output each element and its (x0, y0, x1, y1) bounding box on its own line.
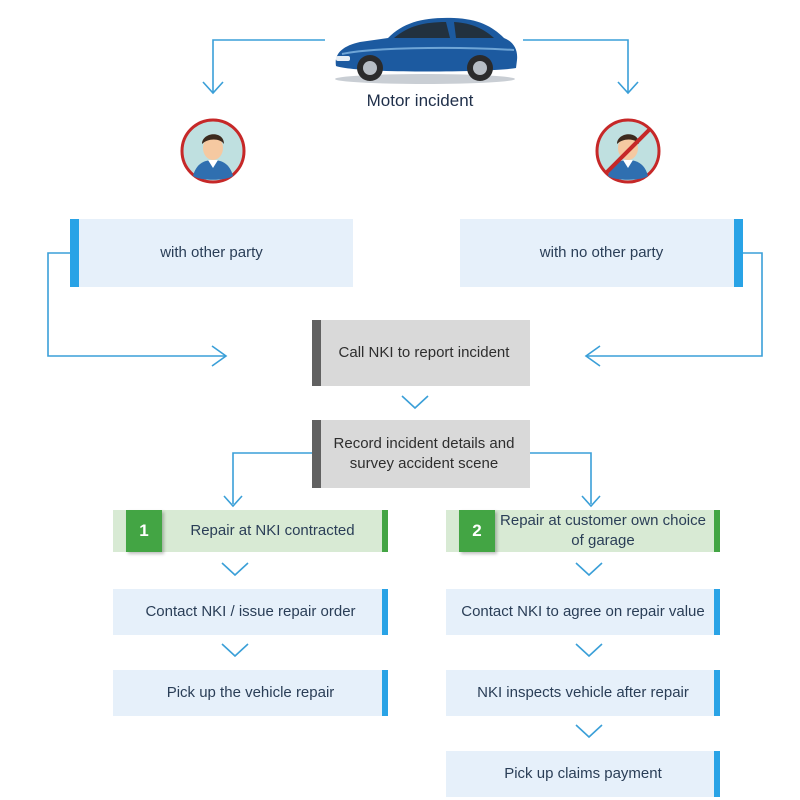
chevron-r2 (575, 643, 603, 658)
step-nki-inspects: NKI inspects vehicle after repair (446, 670, 720, 716)
chevron-call-record (401, 395, 429, 410)
connector-car-left (212, 39, 325, 92)
with-other-party-label: with other party (160, 244, 263, 261)
with-other-party-box: with other party (70, 219, 353, 287)
arrow-left (584, 345, 601, 367)
arrow-option-1 (223, 495, 243, 508)
step-contact-issue-order: Contact NKI / issue repair order (113, 589, 388, 635)
chevron-l1 (221, 562, 249, 577)
call-nki-label: Call NKI to report incident (338, 344, 510, 361)
arrow-right (211, 345, 228, 367)
chevron-r1 (575, 562, 603, 577)
step-claims-payment: Pick up claims payment (446, 751, 720, 797)
arrow-option-2 (581, 495, 601, 508)
arrow-down-left (202, 81, 224, 95)
step-agree-repair-value: Contact NKI to agree on repair value (446, 589, 720, 635)
connector-record-right (530, 452, 592, 504)
record-details-box: Record incident details and survey accid… (312, 420, 530, 488)
record-details-label: Record incident details and survey accid… (333, 435, 515, 472)
no-person-icon (595, 118, 661, 184)
connector-record-left (232, 452, 312, 504)
with-no-other-party-label: with no other party (539, 244, 664, 261)
arrow-down-right (617, 81, 639, 95)
step-label: Pick up the vehicle repair (166, 684, 335, 701)
option-2-title: Repair at customer own choice of garage (500, 512, 706, 549)
connector-left-loop (47, 252, 225, 357)
option-1-title: Repair at NKI contracted (190, 522, 355, 539)
connector-car-right (523, 39, 629, 92)
chevron-r3 (575, 724, 603, 739)
option-1-number-badge: 1 (126, 510, 162, 552)
chevron-l2 (221, 643, 249, 658)
with-no-other-party-box: with no other party (460, 219, 743, 287)
step-label: Pick up claims payment (504, 765, 662, 782)
step-label: Contact NKI to agree on repair value (461, 603, 705, 620)
person-icon (180, 118, 246, 184)
car-icon (328, 8, 522, 86)
call-nki-box: Call NKI to report incident (312, 320, 530, 386)
step-label: NKI inspects vehicle after repair (477, 684, 689, 701)
connector-right-loop (586, 252, 763, 357)
step-label: Contact NKI / issue repair order (145, 603, 356, 620)
page-title: Motor incident (366, 91, 474, 110)
step-pick-up-vehicle: Pick up the vehicle repair (113, 670, 388, 716)
option-2-number-badge: 2 (459, 510, 495, 552)
